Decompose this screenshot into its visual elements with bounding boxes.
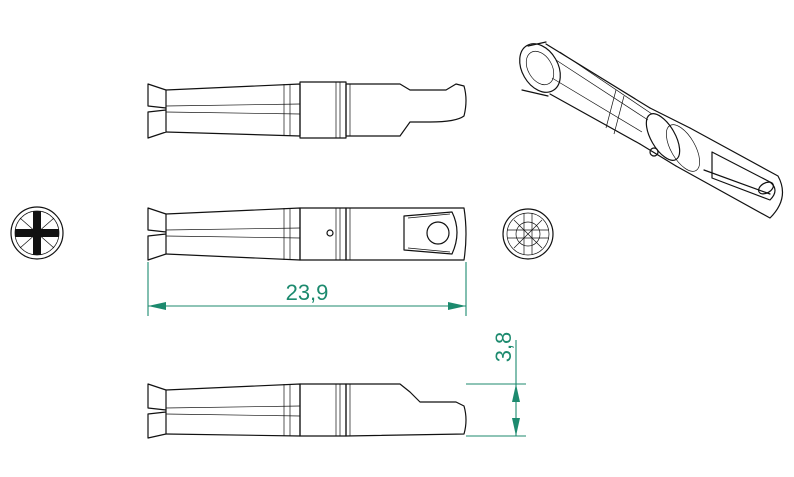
front-view: [147, 207, 467, 261]
isometric-view: [519, 41, 784, 219]
length-dimension: 23,9: [147, 262, 467, 316]
end-view-right: [502, 208, 554, 260]
height-dimension-value: 3,8: [491, 332, 516, 363]
dimension-arrow-left: [148, 302, 166, 310]
side-view-top: [147, 81, 467, 139]
dimension-arrow-down: [512, 418, 520, 436]
dimension-arrow-up: [512, 384, 520, 402]
height-dimension: 3,8: [466, 332, 526, 437]
dimension-arrow-right: [448, 302, 466, 310]
side-view-bottom: [147, 383, 467, 439]
length-dimension-value: 23,9: [286, 280, 329, 305]
end-view-left: [10, 206, 64, 260]
